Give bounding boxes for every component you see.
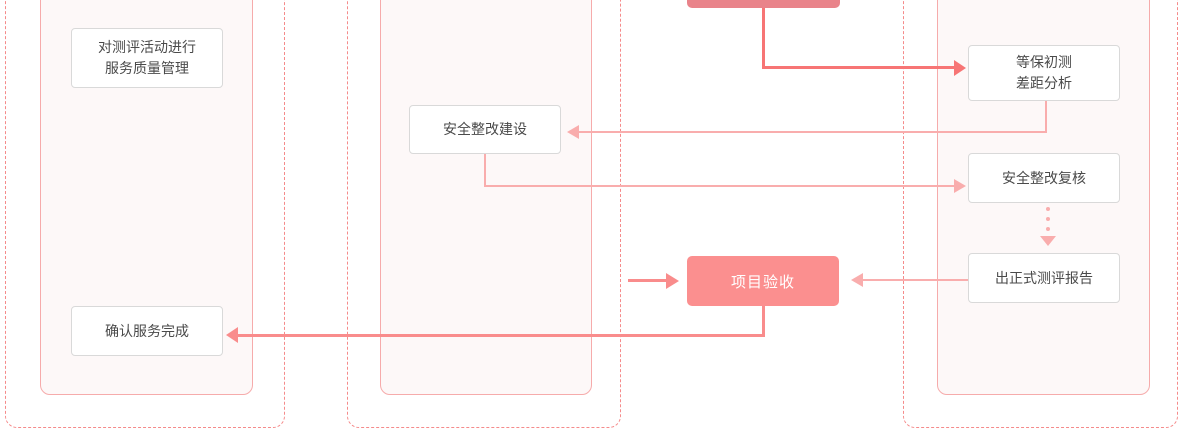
connector-gap-to-rectify-horizontal: [579, 131, 1047, 133]
node-final-report-label: 出正式测评报告: [995, 269, 1093, 286]
connector-top-to-gap-vertical: [762, 8, 765, 69]
node-rectification-review-label: 安全整改复核: [1002, 169, 1086, 186]
node-security-rectification: 安全整改建设: [409, 105, 561, 154]
connector-into-acceptance-left: [628, 279, 666, 282]
node-security-rectification-label: 安全整改建设: [443, 121, 527, 137]
node-quality-management-line1: 对测评活动进行: [98, 39, 196, 55]
node-rectification-review: 安全整改复核: [968, 153, 1120, 203]
arrow-right-icon: [954, 60, 966, 76]
connector-build-to-review-horizontal: [484, 185, 954, 187]
node-gap-analysis: 等保初测 差距分析: [968, 45, 1120, 101]
dotted-connector-dot: [1046, 207, 1050, 211]
connector-gap-to-rectify-vertical: [1045, 101, 1047, 132]
node-top-process-partial: [687, 0, 840, 8]
dotted-connector-dot: [1046, 227, 1050, 231]
arrow-right-icon: [666, 273, 679, 289]
node-gap-analysis-line1: 等保初测: [1016, 54, 1072, 70]
node-project-acceptance: 项目验收: [687, 256, 839, 306]
node-quality-management: 对测评活动进行 服务质量管理: [71, 28, 223, 88]
arrow-down-icon: [1040, 236, 1056, 246]
connector-acceptance-to-confirm-vertical: [762, 306, 765, 337]
node-confirm-completion-label: 确认服务完成: [105, 322, 189, 339]
arrow-left-icon: [567, 125, 579, 139]
group-rectification-dashed-frame: [347, 0, 621, 428]
group-rectification-frame: [380, 0, 592, 395]
node-confirm-completion: 确认服务完成: [71, 306, 223, 356]
connector-top-to-gap-horizontal: [762, 66, 954, 69]
group-service-quality-dashed-frame: [5, 0, 285, 428]
node-final-report: 出正式测评报告: [968, 253, 1120, 303]
arrow-right-icon: [954, 179, 966, 193]
node-quality-management-line2: 服务质量管理: [105, 60, 189, 76]
arrow-left-icon: [226, 327, 238, 343]
node-project-acceptance-label: 项目验收: [730, 273, 795, 291]
dotted-connector-dot: [1046, 217, 1050, 221]
connector-report-to-acceptance: [863, 279, 968, 281]
connector-acceptance-to-confirm-horizontal: [238, 334, 765, 337]
node-gap-analysis-line2: 差距分析: [1016, 75, 1072, 91]
group-evaluation-dashed-frame: [903, 0, 1178, 428]
arrow-left-icon: [851, 273, 863, 287]
connector-build-to-review-vertical: [484, 154, 486, 187]
